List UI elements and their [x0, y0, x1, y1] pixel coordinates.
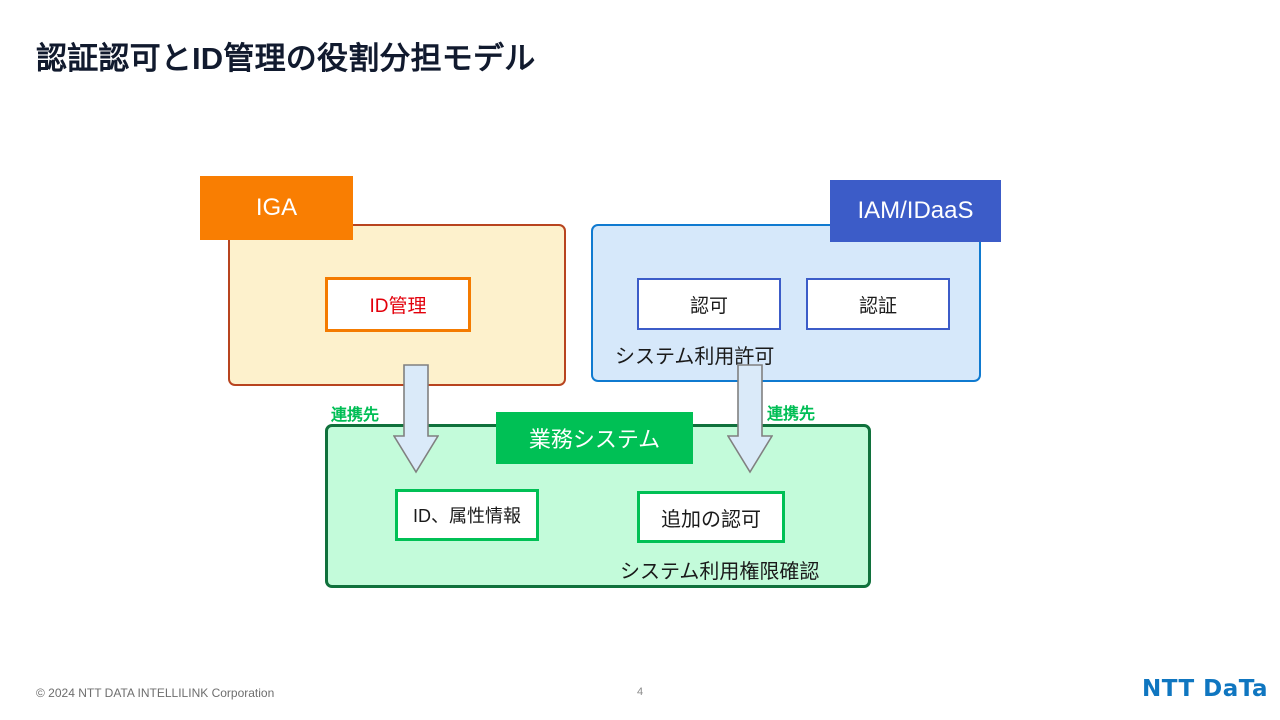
footer-copyright: © 2024 NTT DATA INTELLILINK Corporation — [36, 686, 275, 700]
business-system-banner-label: 業務システム — [528, 427, 661, 452]
business-system-item-additional-authorization: 追加の認可 — [637, 491, 785, 543]
connector-label-left: 連携先 — [331, 407, 380, 424]
iga-item-label: ID管理 — [369, 296, 427, 317]
business-system-item-id-attributes: ID、属性情報 — [395, 489, 539, 541]
ntt-data-logo: NTT DaTa — [1142, 676, 1269, 702]
iam-item-label: 認証 — [858, 295, 897, 317]
business-system-item-label: ID、属性情報 — [413, 506, 521, 526]
iga-banner-label: IGA — [255, 194, 298, 221]
iam-banner-label: IAM/IDaaS — [857, 197, 974, 224]
business-system-caption: システム利用権限確認 — [620, 561, 820, 583]
iam-item-authentication: 認証 — [806, 278, 950, 330]
arrow-down-icon — [727, 364, 773, 474]
page-number: 4 — [636, 686, 644, 698]
arrow-down-icon — [393, 364, 439, 474]
iga-item-id-management: ID管理 — [325, 277, 471, 332]
business-system-item-label: 追加の認可 — [661, 508, 761, 531]
iam-banner: IAM/IDaaS — [830, 180, 1001, 242]
iga-banner: IGA — [200, 176, 353, 240]
iam-item-label: 認可 — [689, 295, 728, 317]
page-title: 認証認可とID管理の役割分担モデル — [36, 41, 536, 76]
iam-item-authorization: 認可 — [637, 278, 781, 330]
connector-label-right: 連携先 — [767, 406, 816, 423]
business-system-banner: 業務システム — [496, 412, 693, 464]
iam-caption: システム利用許可 — [615, 346, 775, 368]
